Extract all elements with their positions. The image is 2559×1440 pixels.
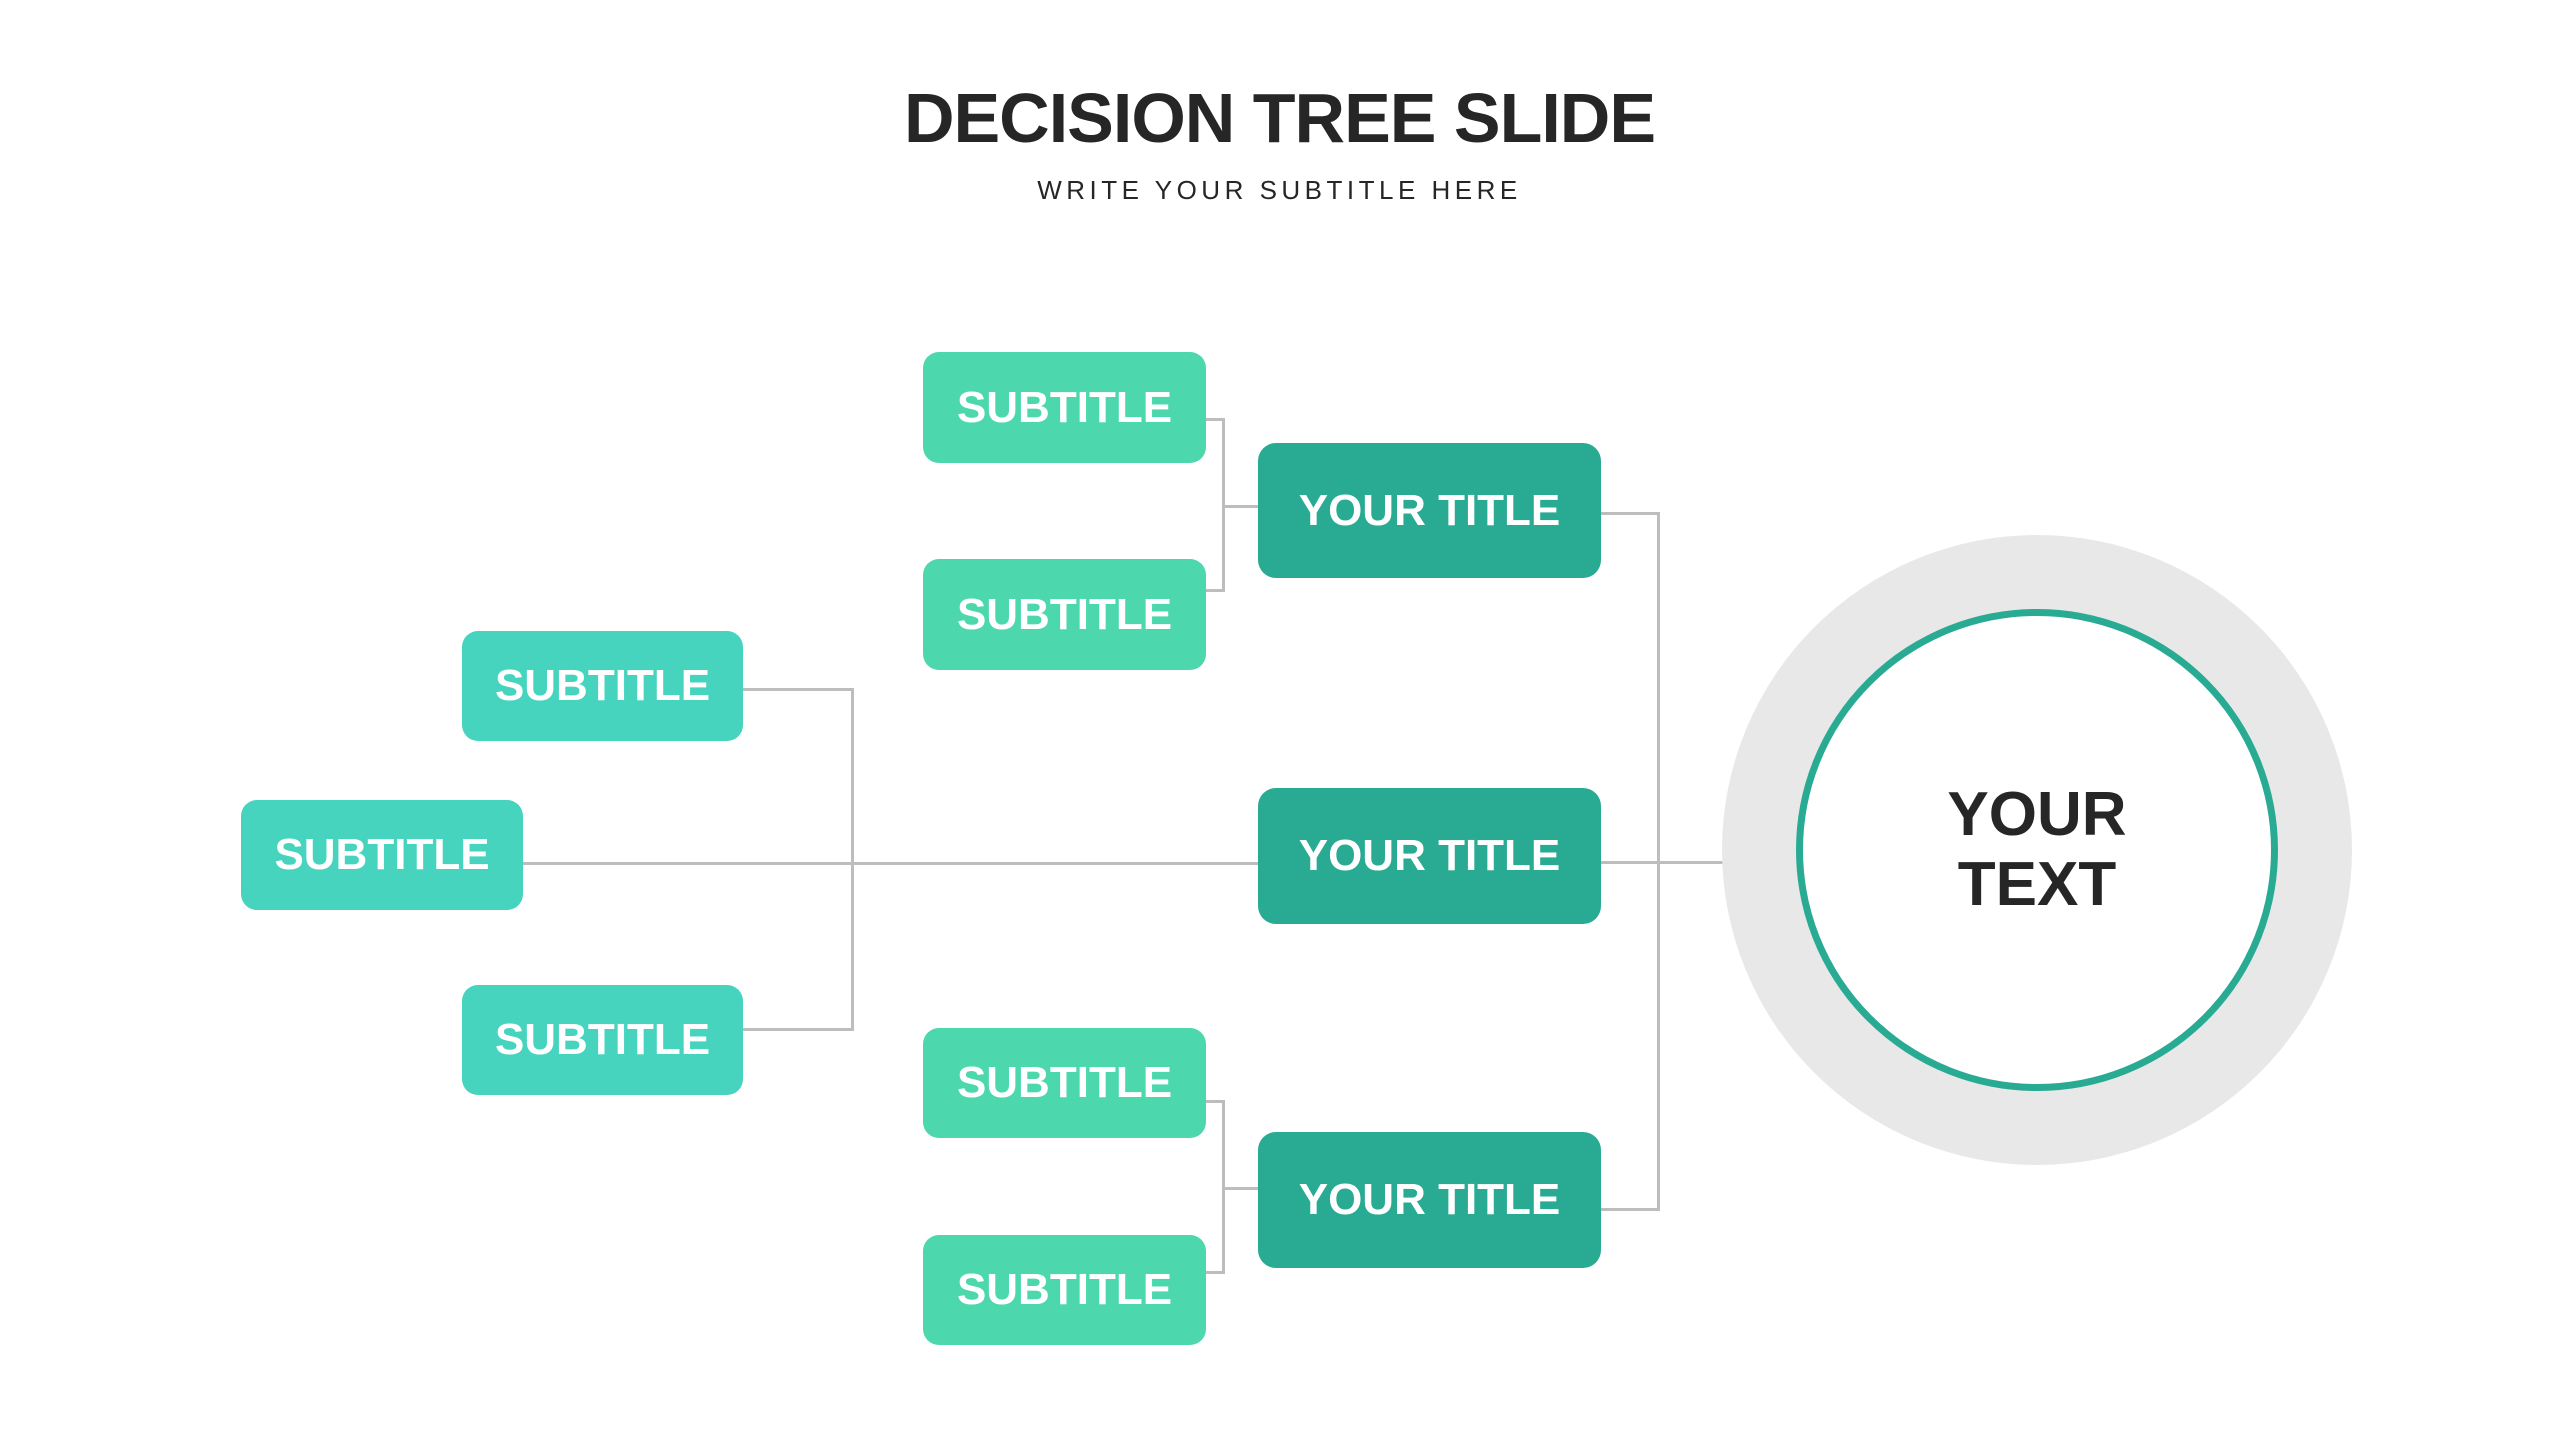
connector xyxy=(1206,1100,1224,1103)
center-text-line-1: YOUR xyxy=(1947,780,2127,849)
title-box-bottom[interactable]: YOUR TITLE xyxy=(1258,1132,1601,1268)
connector xyxy=(743,1028,853,1031)
connector xyxy=(523,862,1258,865)
connector xyxy=(1601,1208,1660,1211)
subtitle-label: SUBTITLE xyxy=(956,1265,1173,1314)
subtitle-box-middle-upper[interactable]: SUBTITLE xyxy=(462,631,743,741)
connector xyxy=(1601,512,1660,515)
connector xyxy=(743,688,853,691)
title-box-middle[interactable]: YOUR TITLE xyxy=(1258,788,1601,924)
connector xyxy=(1222,505,1258,508)
center-circle[interactable]: YOUR TEXT xyxy=(1796,609,2278,1091)
subtitle-label: SUBTITLE xyxy=(956,382,1173,432)
center-text-line-2: TEXT xyxy=(1957,850,2117,919)
connector xyxy=(1206,418,1224,421)
connector xyxy=(851,688,854,1031)
connector xyxy=(1222,1187,1258,1190)
subtitle-label: SUBTITLE xyxy=(494,661,711,710)
subtitle-label: SUBTITLE xyxy=(274,830,490,879)
title-label: YOUR TITLE xyxy=(1298,485,1561,535)
connector xyxy=(1206,1271,1224,1274)
subtitle-box-bottom-1[interactable]: SUBTITLE xyxy=(923,1028,1206,1138)
subtitle-label: SUBTITLE xyxy=(956,589,1173,639)
subtitle-label: SUBTITLE xyxy=(956,1058,1173,1107)
title-label: YOUR TITLE xyxy=(1298,831,1561,880)
subtitle-box-top-2[interactable]: SUBTITLE xyxy=(923,559,1206,670)
connector xyxy=(1601,861,1725,864)
slide-title: DECISION TREE SLIDE xyxy=(903,79,1656,157)
subtitle-box-middle-lower[interactable]: SUBTITLE xyxy=(462,985,743,1095)
title-label: YOUR TITLE xyxy=(1298,1175,1561,1224)
subtitle-box-bottom-2[interactable]: SUBTITLE xyxy=(923,1235,1206,1345)
title-box-top[interactable]: YOUR TITLE xyxy=(1258,443,1601,578)
subtitle-box-middle-left[interactable]: SUBTITLE xyxy=(241,800,523,910)
connector xyxy=(1206,589,1224,592)
subtitle-label: SUBTITLE xyxy=(494,1015,711,1064)
subtitle-box-top-1[interactable]: SUBTITLE xyxy=(923,352,1206,463)
slide-subtitle: WRITE YOUR SUBTITLE HERE xyxy=(1037,175,1522,205)
